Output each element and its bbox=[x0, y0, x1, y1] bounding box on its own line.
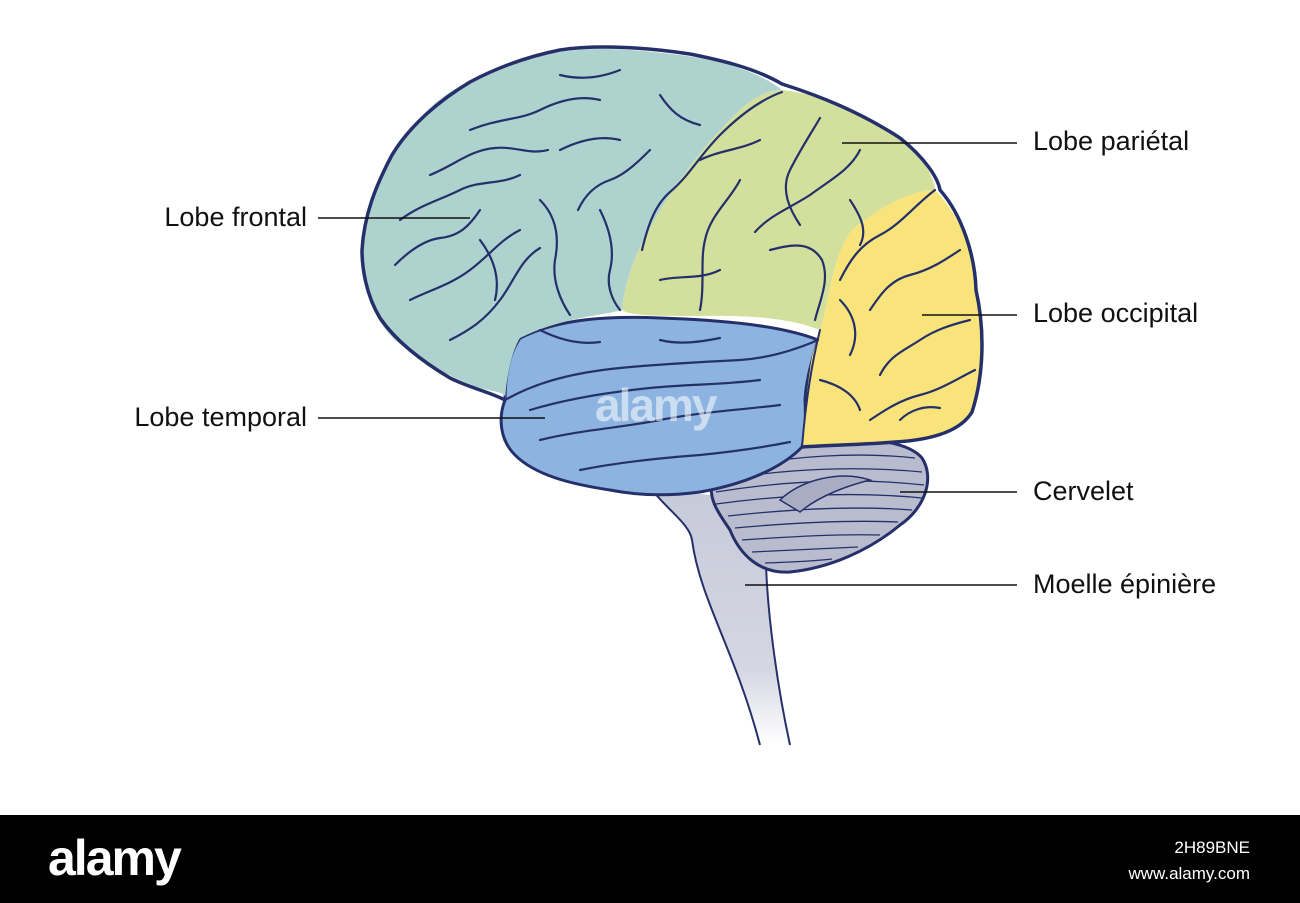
label-cerebellum: Cervelet bbox=[1033, 478, 1134, 505]
label-occipital-lobe: Lobe occipital bbox=[1033, 300, 1198, 327]
label-parietal-lobe: Lobe pariétal bbox=[1033, 128, 1189, 155]
brain-diagram: Lobe frontal Lobe temporal Lobe pariétal… bbox=[0, 0, 1300, 815]
footer-bar: alamy 2H89BNE www.alamy.com bbox=[0, 815, 1300, 903]
watermark: alamy bbox=[595, 378, 715, 432]
footer-url: www.alamy.com bbox=[1128, 861, 1250, 887]
label-spinal-cord: Moelle épinière bbox=[1033, 571, 1216, 598]
footer-logo: alamy bbox=[48, 829, 180, 887]
footer-info: 2H89BNE www.alamy.com bbox=[1128, 835, 1250, 886]
image-id: 2H89BNE bbox=[1128, 835, 1250, 861]
label-frontal-lobe: Lobe frontal bbox=[164, 204, 307, 231]
label-temporal-lobe: Lobe temporal bbox=[134, 404, 307, 431]
